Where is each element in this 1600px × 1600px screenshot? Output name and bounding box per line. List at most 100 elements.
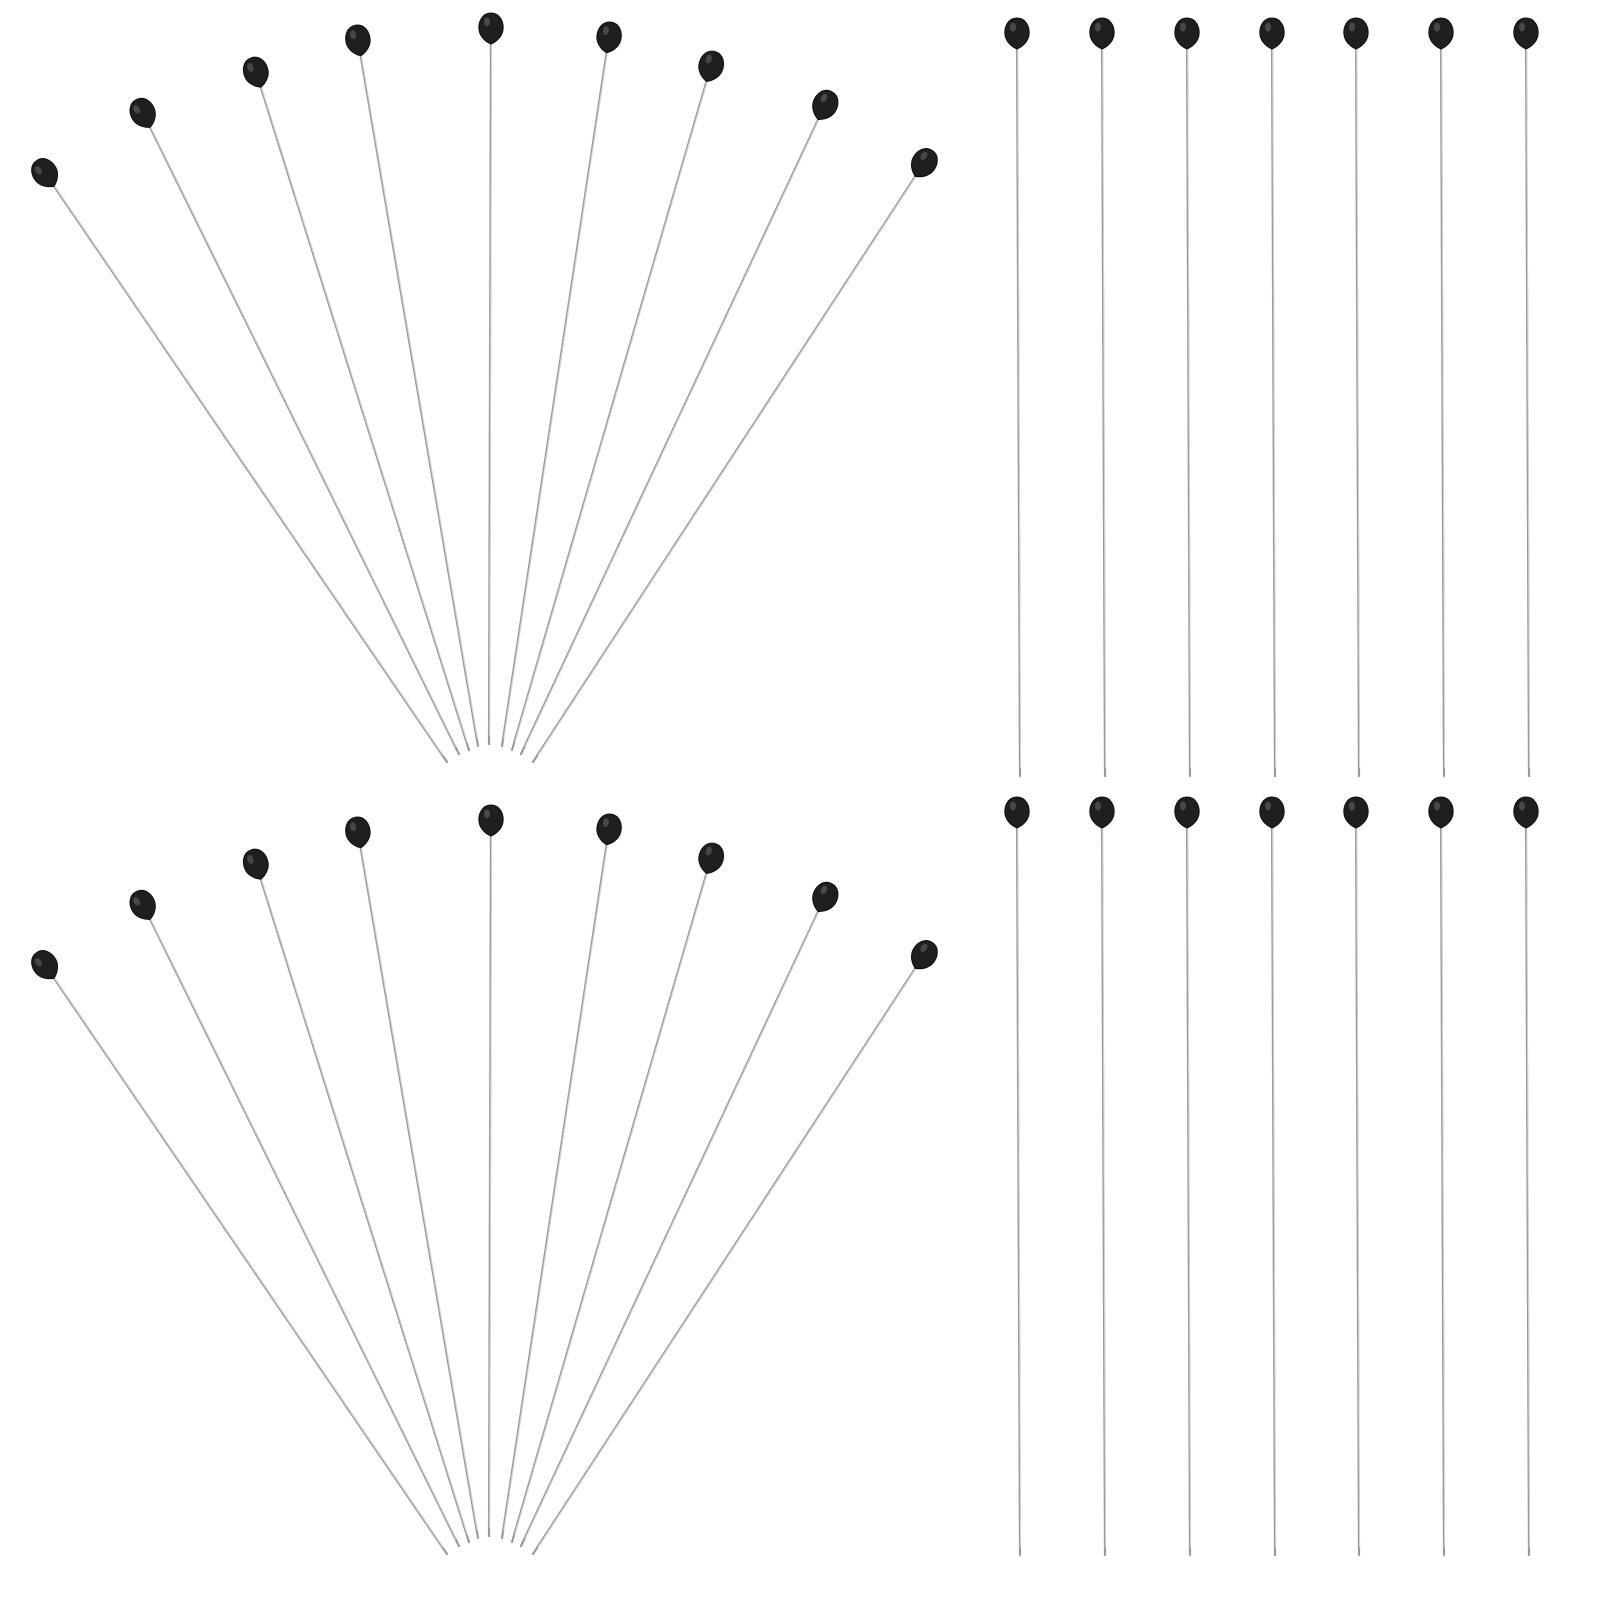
- pin: [31, 950, 449, 1556]
- pin-head-glint: [705, 846, 712, 856]
- pin-head: [596, 813, 622, 846]
- pin: [519, 89, 839, 756]
- pin-head-glint: [1433, 801, 1440, 811]
- pin: [500, 813, 622, 1540]
- pin-head-glint: [1009, 22, 1016, 32]
- pin-head: [345, 816, 371, 849]
- pin-head-glint: [247, 855, 254, 864]
- pin-head: [242, 848, 269, 880]
- pin-shaft: [510, 78, 709, 752]
- pin-shaft: [1185, 824, 1192, 1557]
- pin-head: [1004, 17, 1030, 50]
- pin-shaft-highlight: [53, 976, 444, 1548]
- pin-head-glint: [34, 958, 42, 967]
- pin-shaft: [510, 870, 709, 1544]
- pin-head-glint: [133, 105, 141, 114]
- pin-shaft-highlight: [260, 84, 468, 743]
- pin-head-glint: [705, 54, 712, 64]
- pin-head-glint: [349, 30, 357, 40]
- pin: [1259, 17, 1285, 778]
- pin-head: [698, 842, 725, 874]
- pin-head: [1089, 17, 1115, 50]
- pin-shaft: [500, 841, 609, 1540]
- pin-shaft-highlight: [503, 50, 608, 739]
- pin-shaft-highlight: [503, 842, 608, 1531]
- pin-head: [242, 56, 269, 88]
- pin-head-glint: [1094, 801, 1101, 811]
- pin-shaft: [531, 965, 918, 1556]
- pin-head-glint: [1348, 801, 1355, 811]
- pin: [1513, 17, 1539, 778]
- pin-head-bead: [596, 21, 622, 54]
- pin-shaft: [1439, 824, 1446, 1557]
- pin-shaft-highlight: [149, 125, 457, 748]
- pin-head-glint: [1264, 801, 1271, 811]
- pin: [1343, 796, 1369, 1557]
- pin-shaft-highlight: [1017, 46, 1021, 769]
- pin-shaft-highlight: [1017, 825, 1021, 1548]
- pin: [129, 889, 461, 1548]
- pin-head: [129, 889, 156, 920]
- pin: [519, 881, 839, 1548]
- pin: [478, 12, 504, 746]
- pin-shaft: [148, 124, 461, 756]
- pin: [1343, 17, 1369, 778]
- pin-head: [1089, 796, 1115, 829]
- pin-shaft: [531, 173, 918, 764]
- pin-head: [1428, 796, 1454, 829]
- row-group-top: [1004, 17, 1539, 778]
- pin-head: [812, 881, 839, 912]
- pin-head: [129, 97, 156, 128]
- pin: [345, 816, 480, 1540]
- pin-shaft-highlight: [537, 966, 918, 1548]
- pin-shaft: [259, 876, 471, 1544]
- pin-head: [910, 148, 938, 178]
- pin: [1428, 796, 1454, 1557]
- pin: [1513, 796, 1539, 1557]
- pin-head-bead: [698, 842, 725, 874]
- pin-head: [1174, 17, 1200, 50]
- pin-head: [478, 804, 504, 837]
- pin-shaft: [500, 49, 609, 748]
- pin-head-glint: [1179, 22, 1186, 32]
- pin-shaft: [148, 916, 461, 1548]
- pin: [510, 842, 725, 1544]
- pin: [478, 804, 504, 1538]
- pin-shaft: [1524, 824, 1531, 1557]
- pin: [345, 24, 480, 748]
- pin: [31, 158, 449, 764]
- pin: [1089, 17, 1115, 778]
- fan-group-top: [31, 12, 938, 764]
- pin-shaft-highlight: [1441, 46, 1445, 769]
- pin: [531, 148, 938, 764]
- fan-group-bottom: [31, 804, 938, 1556]
- pin-head: [1004, 796, 1030, 829]
- pin-shaft: [259, 84, 471, 752]
- pin-shaft-highlight: [514, 871, 709, 1535]
- pin-head-bead: [910, 940, 938, 970]
- pin-shaft: [51, 183, 449, 764]
- pin-head-glint: [133, 897, 141, 906]
- pin-head: [1259, 796, 1285, 829]
- pin-head: [1513, 17, 1539, 50]
- pin-head-glint: [484, 809, 491, 819]
- pin-head-glint: [1518, 22, 1525, 32]
- pin-shaft-highlight: [1441, 825, 1445, 1548]
- pin-shaft-highlight: [360, 845, 478, 1531]
- pin-shaft: [1100, 45, 1107, 778]
- pin-shaft: [1354, 45, 1361, 778]
- pin-head-glint: [920, 151, 928, 160]
- pin-shaft: [359, 844, 480, 1540]
- pin-shaft-highlight: [1272, 46, 1276, 769]
- pin-shaft-highlight: [1526, 46, 1530, 769]
- pin-head: [31, 950, 59, 980]
- pin: [500, 21, 622, 748]
- pin-head-glint: [820, 885, 828, 895]
- pin-head-bead: [596, 813, 622, 846]
- pin-shaft-highlight: [524, 909, 821, 1540]
- pin-head-glint: [820, 93, 828, 103]
- pin-shaft-highlight: [489, 41, 492, 737]
- pin-head-glint: [34, 166, 42, 175]
